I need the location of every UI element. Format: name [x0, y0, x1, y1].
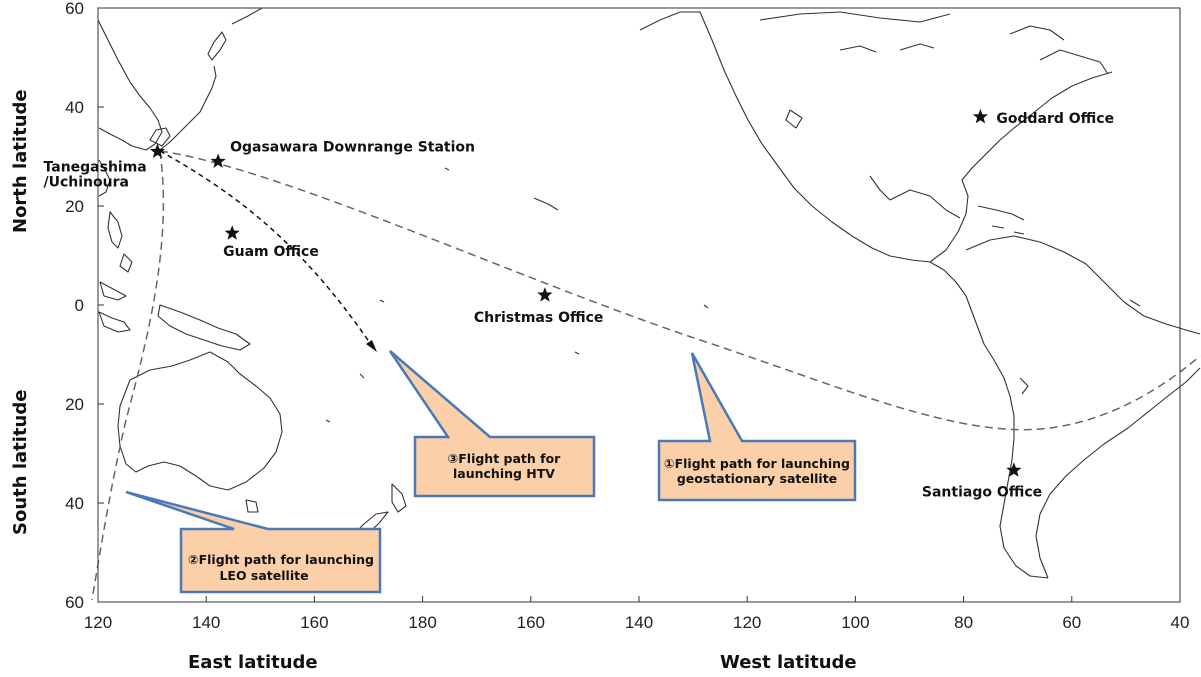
lat-tick-label: 40: [65, 98, 84, 117]
guam-star-icon: [224, 225, 240, 240]
lat-tick-label: 20: [65, 197, 84, 216]
tanegashima-label: Tanegashima: [44, 160, 147, 176]
lon-tick-label: 40: [1171, 613, 1190, 632]
longitude-ticks: 120 140 160 180 160 140 120 100 80 60 40: [84, 596, 1190, 632]
htv-number: ③: [448, 451, 459, 466]
lon-tick-label: 100: [841, 613, 869, 632]
lat-tick-label: 60: [65, 593, 84, 612]
leo-flight-path: [91, 150, 165, 601]
lat-tick-label: 0: [75, 296, 84, 315]
leo-line2: LEO satellite: [219, 568, 308, 583]
santiago-star-icon: [1006, 462, 1022, 477]
htv-line2: launching HTV: [453, 466, 555, 481]
axis-title-west: West latitude: [720, 652, 857, 673]
geostationary-callout-line1: ①Flight path for launching: [664, 456, 850, 471]
lat-tick-label: 20: [65, 395, 84, 414]
santiago-label: Santiago Office: [922, 484, 1042, 500]
lon-tick-label: 160: [300, 613, 328, 632]
goddard-star-icon: [972, 108, 988, 124]
lon-tick-label: 160: [517, 613, 545, 632]
geostationary-line1: Flight path for launching: [675, 456, 850, 471]
flight-paths: [91, 150, 1201, 601]
christmas-star-icon: [537, 287, 553, 302]
lon-tick-label: 60: [1062, 613, 1081, 632]
lon-tick-label: 80: [954, 613, 973, 632]
christmas-label: Christmas Office: [474, 310, 604, 326]
lon-tick-label: 140: [192, 613, 220, 632]
map-frame: [97, 7, 1181, 603]
callouts: [125, 350, 857, 594]
lon-tick-label: 180: [408, 613, 436, 632]
htv-flight-path: [159, 150, 373, 347]
htv-callout: [388, 350, 596, 498]
htv-line1: Flight path for: [458, 451, 561, 466]
lon-tick-label: 120: [733, 613, 761, 632]
lat-tick-label: 60: [65, 0, 84, 18]
axis-title-south: South latitude: [10, 390, 31, 535]
lat-tick-label: 40: [65, 494, 84, 513]
tanegashima-star-icon: [149, 143, 166, 158]
axis-title-north: North latitude: [10, 89, 31, 233]
places: Tanegashima/Uchinoura Ogasawara Downrange…: [44, 108, 1114, 500]
geostationary-callout: [657, 352, 857, 502]
latitude-ticks: 60 40 20 0 20 40 60: [65, 0, 104, 612]
ogasawara-star-icon: [210, 153, 226, 168]
tanegashima-label-line2: /Uchinoura: [44, 175, 129, 191]
htv-arrow-head: [366, 340, 377, 352]
axis-title-east: East latitude: [188, 652, 318, 673]
ogasawara-label: Ogasawara Downrange Station: [230, 139, 475, 155]
lon-tick-label: 140: [625, 613, 653, 632]
geostationary-flight-path: [159, 150, 1201, 431]
geostationary-number: ①: [664, 456, 675, 471]
coastlines: [97, 7, 1201, 579]
leo-number: ②: [188, 552, 199, 567]
callout-texts: ③Flight path for launching HTV ①Flight p…: [188, 451, 850, 583]
htv-callout-line1: ③Flight path for: [448, 451, 562, 466]
leo-callout-line1: ②Flight path for launching: [188, 552, 374, 567]
goddard-label: Goddard Office: [996, 111, 1114, 127]
lon-tick-label: 120: [84, 613, 112, 632]
guam-label: Guam Office: [223, 244, 319, 260]
leo-callout: [125, 490, 382, 594]
geostationary-line2: geostationary satellite: [677, 471, 837, 486]
leo-line1: Flight path for launching: [199, 552, 374, 567]
